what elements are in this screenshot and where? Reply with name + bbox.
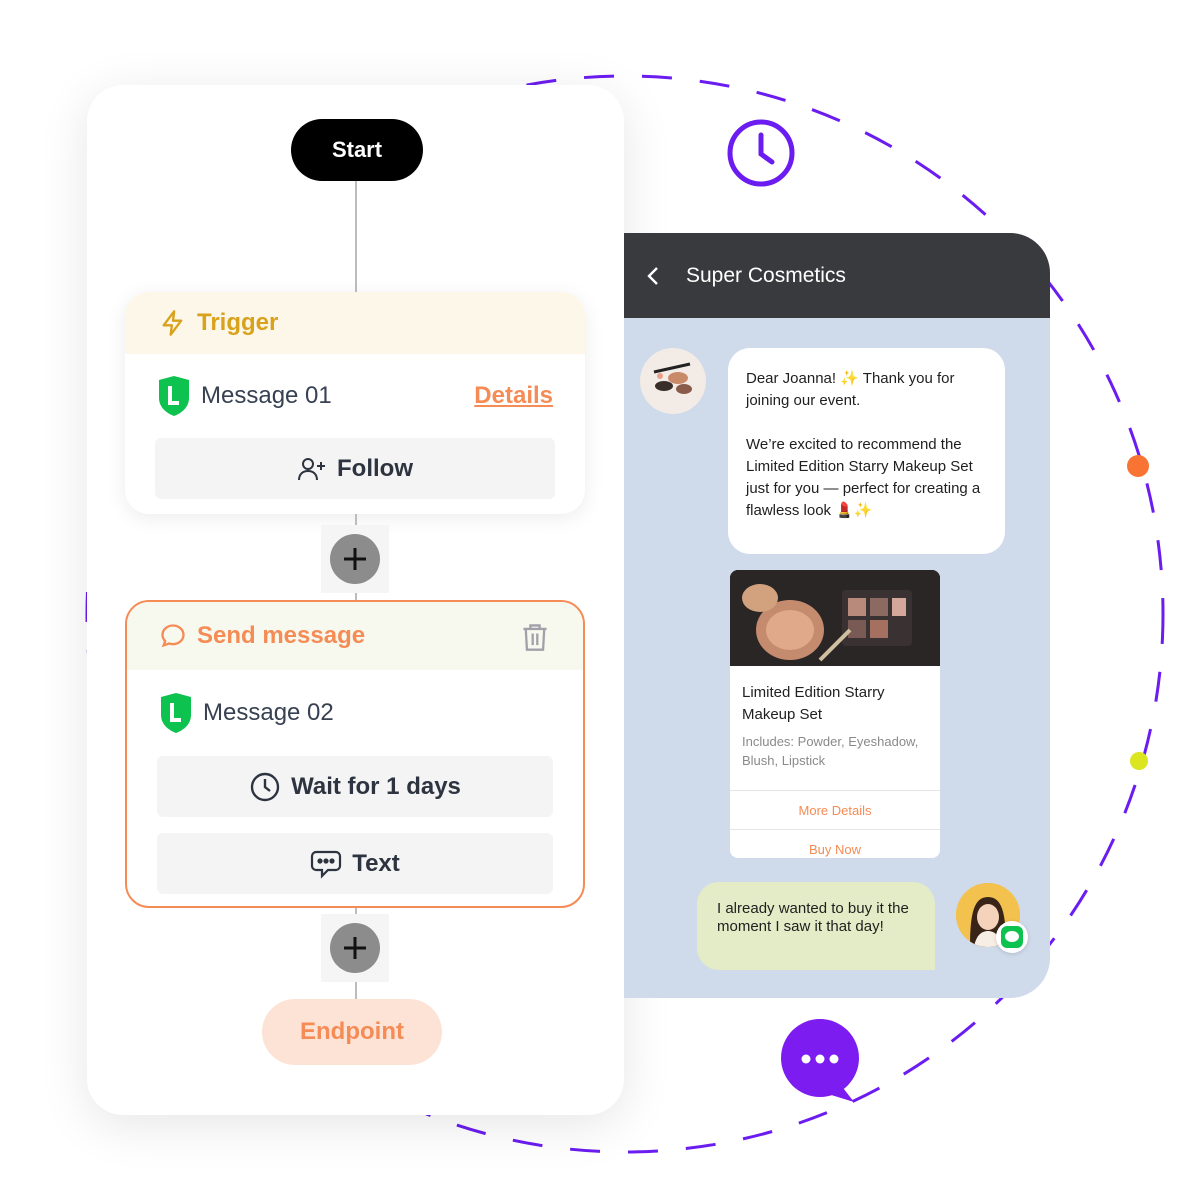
- start-node[interactable]: Start: [291, 119, 423, 181]
- makeup-brush-icon: [653, 362, 692, 394]
- details-link[interactable]: Details: [474, 382, 553, 409]
- clock-icon: [250, 772, 280, 801]
- trigger-header: Trigger: [125, 292, 585, 354]
- trigger-message-label: Message 01: [201, 382, 332, 409]
- clock-icon: [727, 119, 795, 187]
- follow-action[interactable]: Follow: [155, 438, 555, 499]
- incoming-message-bubble: Dear Joanna! ✨ Thank you for joining our…: [728, 348, 1005, 554]
- send-message-title: Send message: [197, 622, 366, 649]
- send-message-label: Message 02: [203, 699, 334, 726]
- line-badge-icon: [159, 376, 189, 416]
- text-action[interactable]: Text: [157, 833, 553, 894]
- text-label: Text: [352, 849, 400, 877]
- send-message-node[interactable]: Send message Message 02 Wait for 1 days …: [125, 600, 585, 908]
- incoming-text-1: Dear Joanna! ✨ Thank you for joining our…: [746, 370, 955, 409]
- product-image: [730, 570, 940, 666]
- send-message-header: Send message: [127, 602, 583, 670]
- wait-label: Wait for 1 days: [291, 772, 461, 800]
- line-app-icon: [996, 921, 1028, 953]
- incoming-text-2: We’re excited to recommend the Limited E…: [746, 436, 981, 519]
- endpoint-node[interactable]: Endpoint: [262, 999, 442, 1065]
- lightning-icon: [162, 310, 183, 336]
- back-arrow-icon[interactable]: [646, 266, 660, 286]
- wait-action[interactable]: Wait for 1 days: [157, 756, 553, 817]
- trigger-message-row: Message 01 Details: [125, 354, 585, 438]
- plus-icon: [344, 937, 366, 959]
- line-badge-icon: [161, 693, 191, 733]
- brand-avatar: [640, 348, 706, 414]
- yellow-dot: [1130, 752, 1148, 770]
- orange-dot: [1127, 455, 1149, 477]
- plus-icon: [344, 548, 366, 570]
- trigger-node[interactable]: Trigger Message 01 Details Follow: [125, 292, 585, 514]
- add-step-button[interactable]: [321, 525, 389, 593]
- message-dots-icon: [311, 850, 342, 879]
- product-card[interactable]: Limited Edition Starry Makeup Set Includ…: [730, 570, 940, 858]
- send-message-row: Message 02: [127, 670, 583, 756]
- buy-now-button[interactable]: Buy Now: [730, 829, 940, 858]
- typing-chat-icon: [781, 1019, 859, 1102]
- chat-title: Super Cosmetics: [686, 263, 846, 287]
- chat-header: Super Cosmetics: [624, 233, 1050, 318]
- product-name: Limited Edition Starry Makeup Set: [742, 684, 885, 723]
- add-user-icon: [298, 457, 325, 480]
- add-step-button[interactable]: [321, 914, 389, 982]
- trash-icon[interactable]: [521, 622, 549, 652]
- trigger-title: Trigger: [197, 309, 279, 336]
- more-details-button[interactable]: More Details: [730, 790, 940, 829]
- outgoing-text: I already wanted to buy it the moment I …: [717, 900, 909, 935]
- product-description: Includes: Powder, Eyeshadow, Blush, Lips…: [742, 734, 919, 768]
- user-avatar: [956, 883, 1020, 947]
- connector-line: [355, 181, 357, 292]
- outgoing-message-bubble: I already wanted to buy it the moment I …: [697, 882, 935, 970]
- follow-label: Follow: [337, 454, 413, 482]
- chat-bubble-icon: [161, 624, 185, 648]
